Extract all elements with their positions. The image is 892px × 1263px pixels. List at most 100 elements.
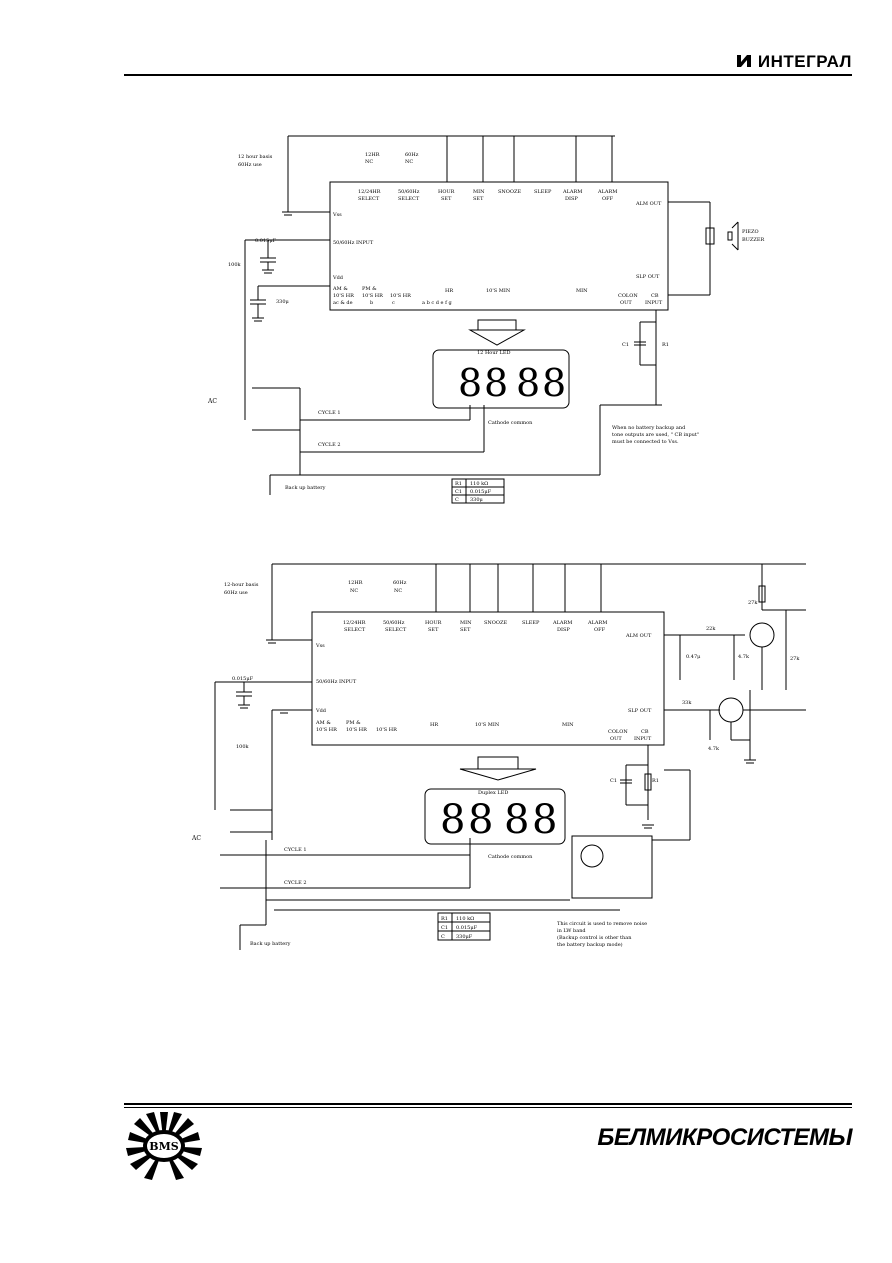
nc-label: 12HR	[365, 152, 380, 158]
pin-bottom: 10'S HR	[376, 727, 397, 733]
pin-bottom: OUT	[620, 300, 632, 306]
ac-label: AC	[207, 398, 217, 405]
pin-bottom: MIN	[576, 288, 588, 294]
pin-bottom: INPUT	[645, 300, 663, 306]
pin-bottom: COLON	[608, 729, 628, 735]
led-label: Duplex LED	[478, 790, 508, 796]
pin-top-label: SET	[428, 627, 439, 633]
pin-slp-out: SLP OUT	[628, 708, 652, 714]
pin-bottom: PM &	[362, 286, 377, 292]
pin-top-label: ALARM	[597, 189, 617, 195]
pin-bottom: HR	[430, 722, 438, 728]
res-label: 4.7k	[738, 654, 750, 660]
pin-top-label: SET	[441, 196, 452, 202]
nc-label: NC	[350, 588, 358, 594]
res-label: 27k	[748, 600, 758, 606]
table-cell: C	[441, 934, 445, 940]
res-label: 22k	[706, 626, 716, 632]
pin-top-label: ALARM	[587, 620, 607, 626]
note-right: in LW band	[557, 928, 586, 934]
led-digit: 8	[458, 361, 482, 405]
pin-bottom: 10'S MIN	[475, 722, 500, 728]
cap-label: 330μ	[276, 299, 290, 305]
c1-label: C1	[610, 778, 617, 784]
pin-top-label: SELECT	[344, 627, 366, 633]
pin-top-label: ALARM	[562, 189, 582, 195]
table-cell: 330μF	[456, 934, 473, 940]
pin-top-label: DISP	[565, 196, 578, 202]
led-display-1	[432, 349, 570, 409]
note-right: tone outputs are used, " CB input"	[612, 432, 699, 438]
table-cell: 110 kΩ	[470, 481, 488, 487]
pin-bottom: 10'S HR	[362, 293, 383, 299]
note-right: (Backup control is other than	[557, 934, 632, 941]
pin-alm-out: ALM OUT	[635, 201, 662, 207]
led-display-2	[424, 788, 566, 845]
pin-top-label: SLEEP	[522, 620, 540, 626]
pin-top-label: SET	[473, 196, 484, 202]
pin-top-label: SNOOZE	[498, 189, 521, 195]
pin-bottom: CB	[651, 293, 659, 299]
table-cell: C1	[441, 925, 448, 931]
pin-hz-input: 50/60Hz INPUT	[316, 679, 357, 685]
pin-top-label: OFF	[602, 196, 614, 202]
piezo-label: BUZZER	[742, 237, 764, 243]
footer-brand: БЕЛМИКРОСИСТЕМЫ	[597, 1124, 852, 1151]
pin-top-label: HOUR	[438, 189, 455, 195]
footer-rule-thin	[124, 1107, 852, 1108]
table-cell: 330μ	[470, 497, 484, 503]
pin-top-label: 50/60Hz	[398, 189, 420, 195]
led-digit: 8	[468, 797, 493, 843]
pin-slp-out: SLP OUT	[636, 274, 660, 280]
integral-logo-icon	[736, 53, 752, 67]
table-cell: C	[455, 497, 459, 503]
piezo-label: PIEZO	[742, 229, 759, 235]
pin-bottom: AM &	[315, 720, 331, 726]
pin-bottom-sub: c	[392, 300, 395, 306]
pin-top-label: OFF	[594, 627, 606, 633]
ac-label: AC	[191, 835, 201, 842]
circuit-diagram-2: 8 8 8 8 12-hour basis 60Hz use 12HR NC 6…	[191, 563, 806, 950]
note-right: This circuit is used to remove noise	[557, 921, 647, 927]
note-right: When no battery backup and	[612, 425, 686, 431]
ic-body-1	[329, 181, 669, 311]
led-digit: 8	[440, 797, 465, 843]
pin-top-label: HOUR	[425, 620, 442, 626]
pin-hz-input: 50/60Hz INPUT	[333, 240, 374, 246]
note-top-left: 12 hour basis	[238, 154, 273, 160]
nc-label: 12HR	[348, 580, 363, 586]
pin-alm-out: ALM OUT	[625, 633, 652, 639]
pin-bottom: PM &	[346, 720, 361, 726]
pin-vss: Vss	[315, 643, 325, 649]
pin-top-label: SELECT	[385, 627, 407, 633]
res-label: 100k	[236, 744, 250, 750]
led-digit: 8	[532, 797, 557, 843]
circuit-diagram-1: 8 8 8 8 12 hour basis 60Hz use 12HR NC 6…	[207, 135, 764, 504]
cycle2-label: CYCLE 2	[318, 442, 341, 448]
pin-bottom: 10'S HR	[390, 293, 411, 299]
pin-bottom: AM &	[332, 286, 348, 292]
header-brand: ИНТЕГРАЛ	[736, 52, 852, 72]
pin-bottom-sub: ac & de	[333, 300, 353, 306]
note-top-left: 12-hour basis	[224, 582, 259, 588]
pin-top-label: 50/60Hz	[383, 620, 405, 626]
res-label: 100k	[228, 262, 242, 268]
res-label: 33k	[682, 700, 692, 706]
nc-label: 60Hz	[393, 580, 407, 586]
note-top-left: 60Hz use	[238, 162, 262, 168]
pin-top-label: 12/24HR	[343, 620, 366, 626]
pin-top-label: MIN	[460, 620, 472, 626]
header-brand-text: ИНТЕГРАЛ	[757, 52, 852, 71]
pin-bottom: MIN	[562, 722, 574, 728]
led-digits-1: 8 8 8 8	[458, 361, 566, 405]
cycle1-label: CYCLE 1	[284, 847, 307, 853]
pin-top-label: DISP	[557, 627, 570, 633]
cap-label: 0.015μF	[255, 238, 277, 244]
pin-bottom: HR	[445, 288, 453, 294]
pin-bottom: 10'S MIN	[486, 288, 511, 294]
nc-label: NC	[365, 159, 373, 165]
table-cell: 0.015μF	[470, 489, 492, 495]
cycle2-label: CYCLE 2	[284, 880, 307, 886]
pin-vdd: Vdd	[332, 275, 344, 281]
led-label: 12 Hour LED	[477, 350, 511, 356]
